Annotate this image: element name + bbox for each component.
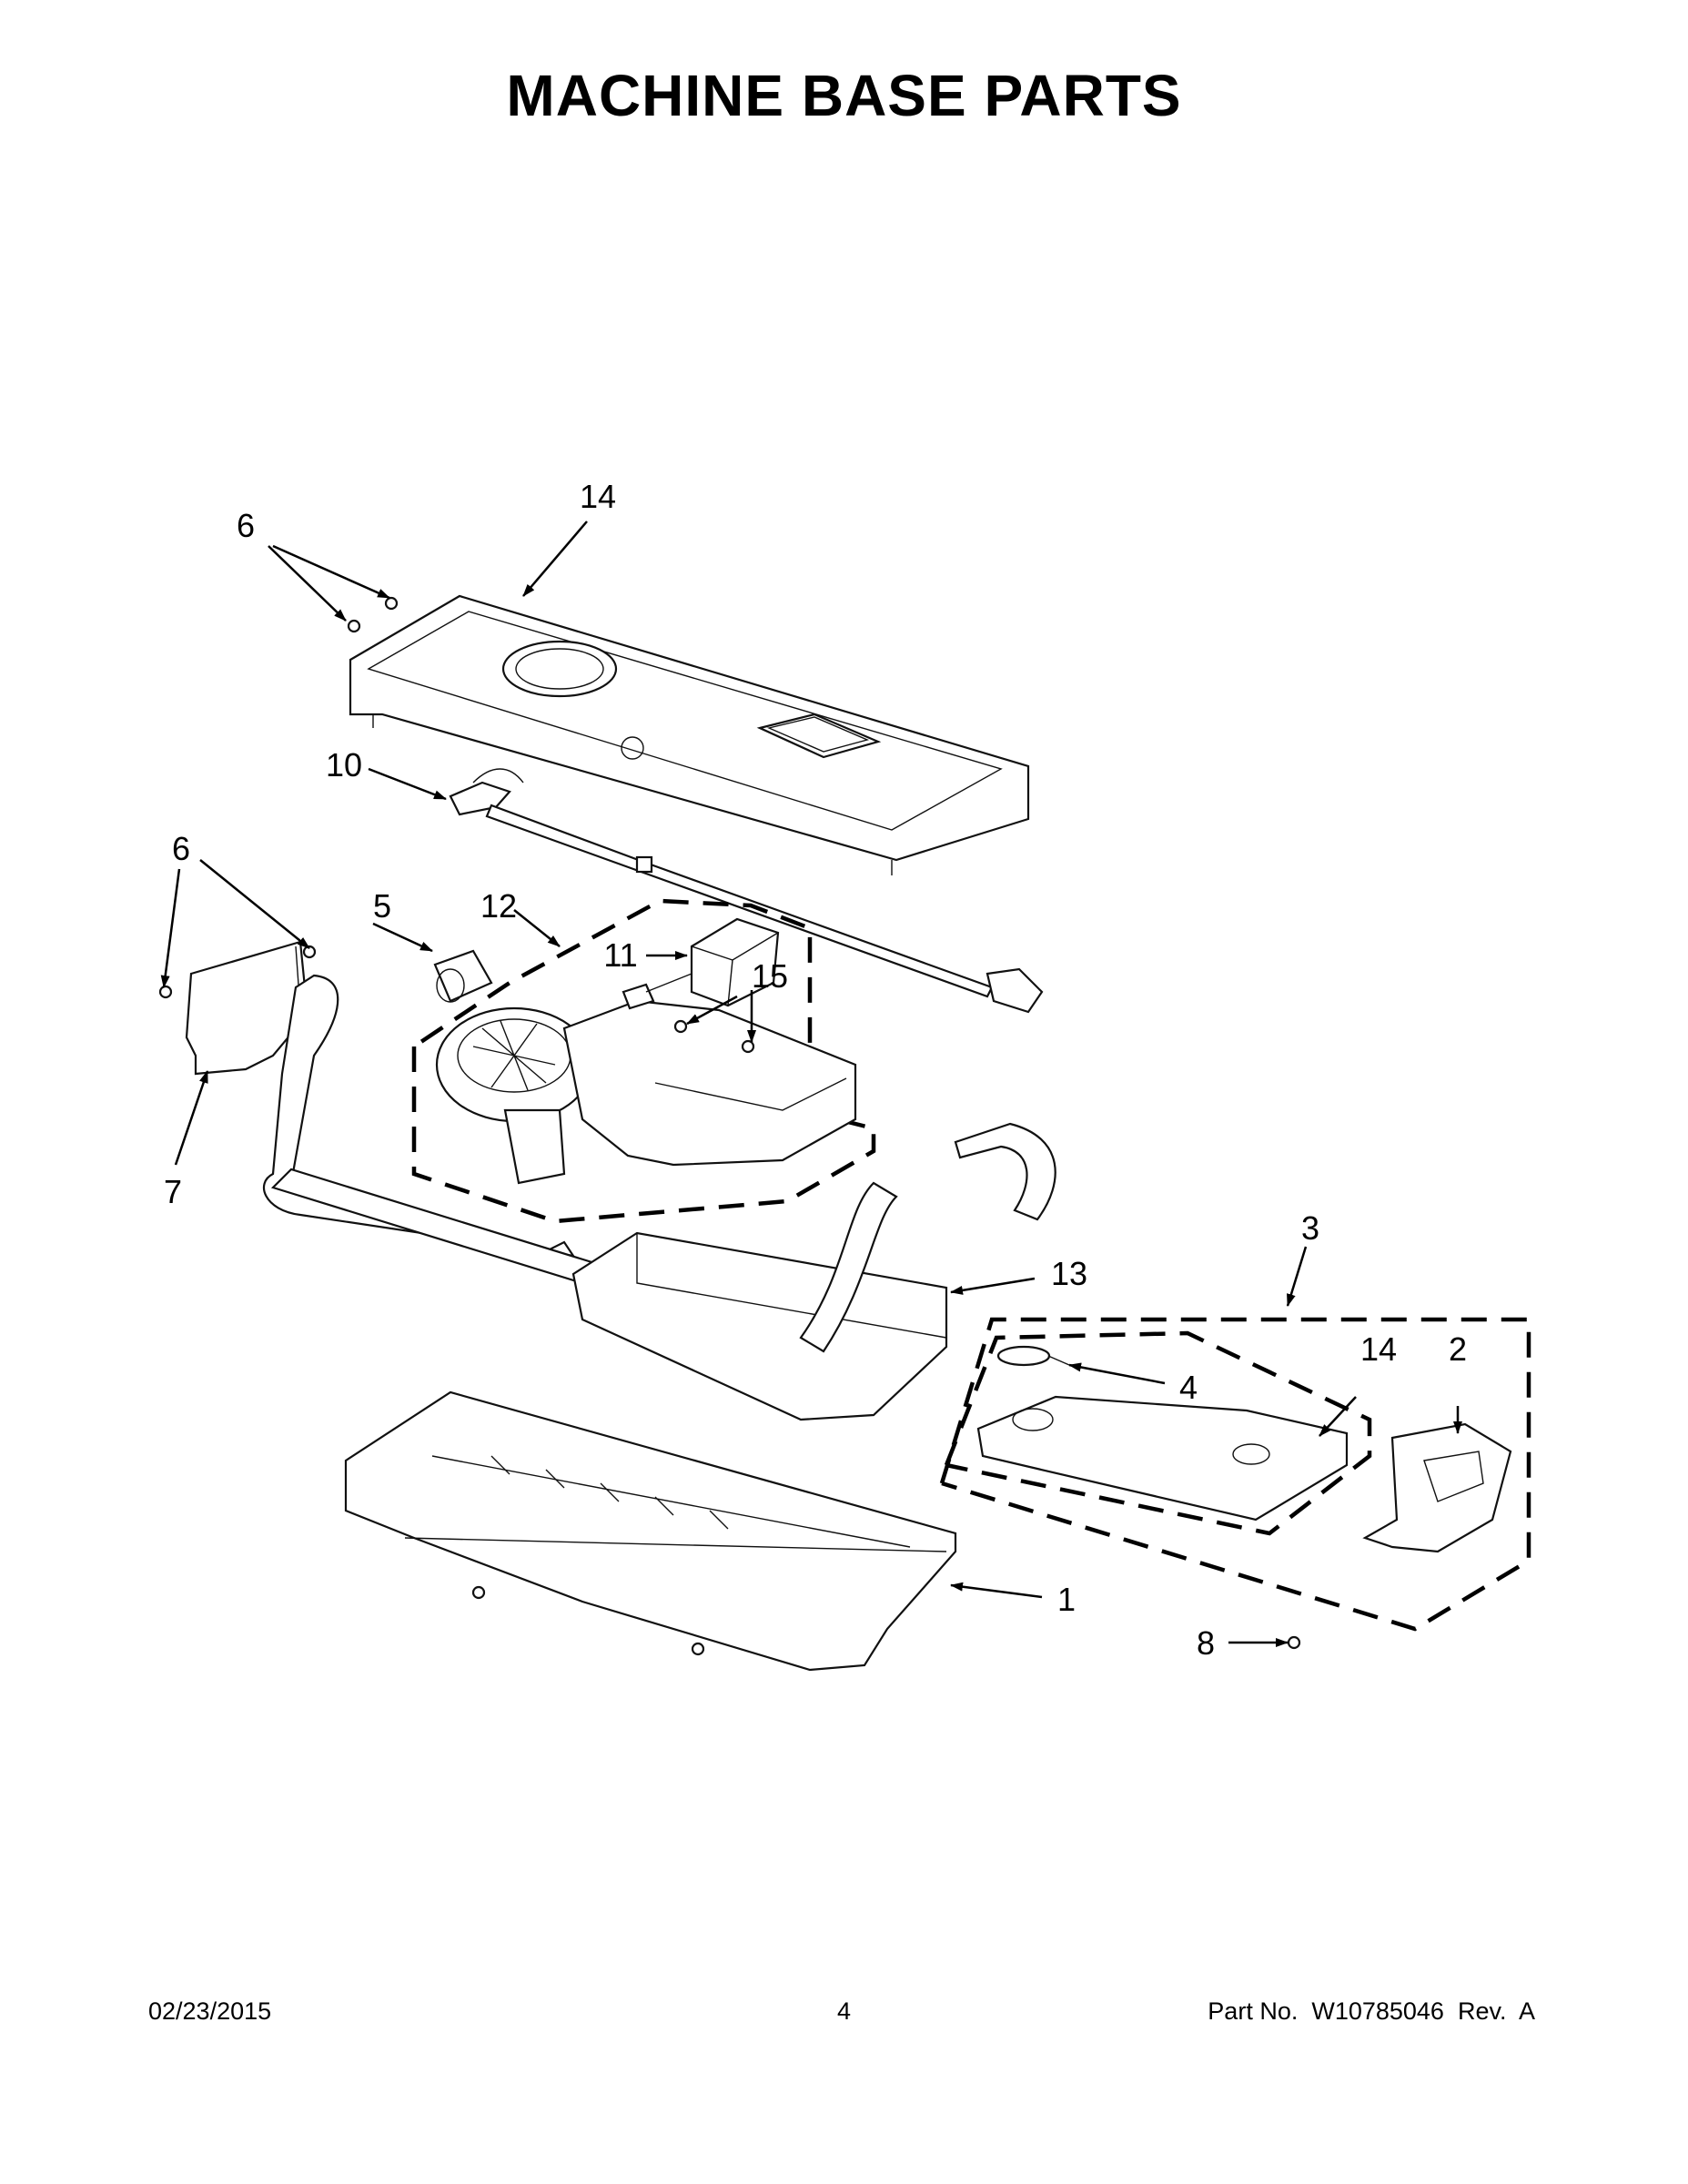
dashed-group-part-3 [939, 1317, 1531, 1632]
power-cord-part-10 [449, 768, 1044, 1014]
leader-lines [160, 521, 1462, 1647]
filter-part-4 [996, 1345, 1070, 1367]
duct-connector-part-5 [433, 949, 493, 1003]
blower-housing-part [435, 999, 857, 1185]
base-pan-part-1 [344, 1390, 957, 1672]
base-plate-part-9 [349, 594, 1030, 875]
dashed-group-part-14 [944, 1330, 1372, 1536]
screw-part-base [471, 1585, 705, 1656]
callout-13: 13 [1051, 1255, 1087, 1292]
duct-assembly-part-13 [263, 974, 1056, 1421]
page-title: MACHINE BASE PARTS [506, 63, 1182, 128]
footer-page-number: 4 [836, 1997, 852, 2025]
callout-12: 12 [480, 887, 517, 925]
footer-date: 02/23/2015 [148, 1997, 272, 2025]
callout-7: 7 [164, 1173, 182, 1210]
bracket-part-7 [185, 940, 307, 1076]
callout-4: 4 [1179, 1369, 1198, 1406]
control-module-part-11 [622, 917, 780, 1010]
cover-plate-part-14 [976, 1395, 1349, 1522]
callout-3: 3 [1301, 1209, 1319, 1247]
callout-11: 11 [603, 936, 637, 974]
callout-5: 5 [373, 887, 391, 925]
callout-8: 8 [1197, 1624, 1215, 1662]
callout-10: 10 [326, 746, 362, 784]
callout-9: 14 [580, 478, 616, 515]
callout-14: 14 [1360, 1330, 1397, 1368]
callout-2: 2 [1449, 1330, 1467, 1368]
cover-part-2 [1362, 1422, 1512, 1553]
screw-part-8 [1287, 1635, 1301, 1650]
screw-part-6-top [347, 596, 399, 633]
callout-6-top: 6 [237, 507, 255, 544]
callout-1: 1 [1057, 1581, 1076, 1618]
footer-part-number: Part No. W10785046 Rev. A [1208, 1997, 1535, 2025]
callout-15: 15 [752, 957, 788, 995]
callout-6-left: 6 [172, 830, 190, 867]
